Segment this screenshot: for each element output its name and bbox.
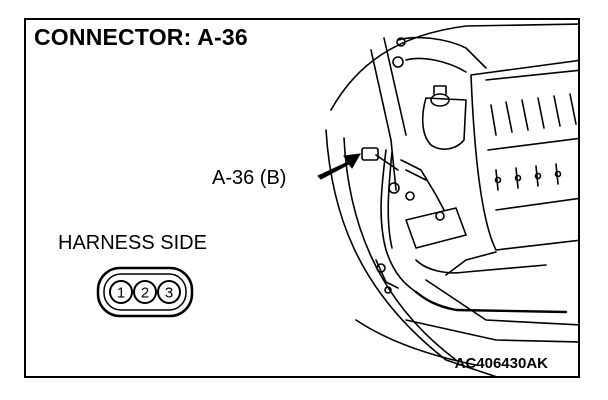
reference-code: AC406430AK xyxy=(454,355,548,372)
connector-location xyxy=(361,147,379,161)
wiring-harness xyxy=(380,149,417,293)
callout-arrow-icon xyxy=(317,153,361,180)
diagram-title: CONNECTOR: A-36 xyxy=(34,24,248,50)
connector-pin-3: 3 xyxy=(157,280,181,304)
pin-number-3: 3 xyxy=(165,285,173,302)
connector-pin-1: 1 xyxy=(109,280,133,304)
connector-callout-label: A-36 (B) xyxy=(212,167,287,189)
connector-pin-2: 2 xyxy=(133,280,157,304)
pin-number-2: 2 xyxy=(141,285,149,302)
engine-cover xyxy=(470,59,578,251)
fender-outline xyxy=(325,129,497,376)
connector-face: 1 2 3 xyxy=(96,266,194,318)
diagram-frame: CONNECTOR: A-36 HARNESS SIDE A-36 (B) AC… xyxy=(24,18,580,378)
harness-side-label: HARNESS SIDE xyxy=(58,232,207,254)
engine-bay-illustration xyxy=(325,23,578,376)
mount-bolt xyxy=(392,56,404,68)
pin-number-1: 1 xyxy=(117,285,125,302)
reservoir xyxy=(421,97,467,150)
